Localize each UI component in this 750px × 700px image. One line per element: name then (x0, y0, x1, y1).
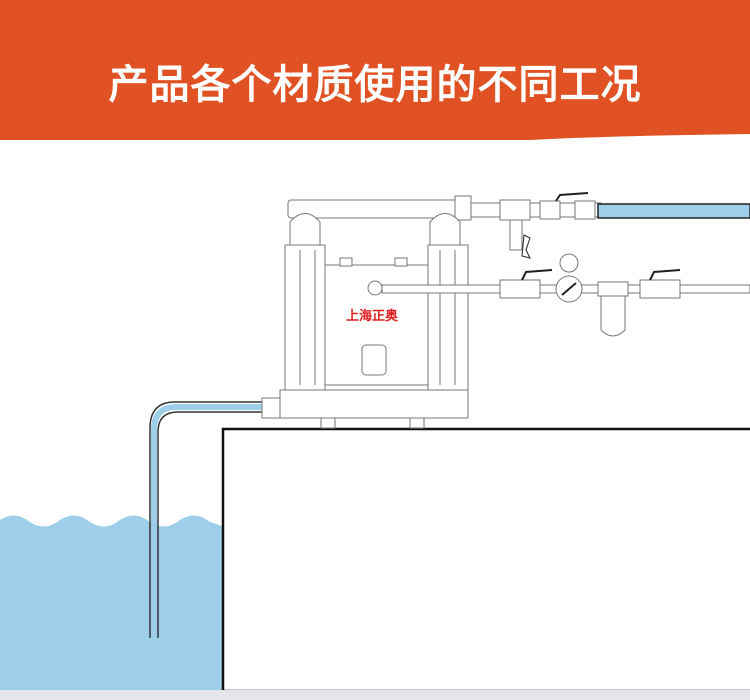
suction-pipe (149, 401, 262, 638)
banner-edge (0, 134, 750, 142)
title-banner: 产品各个材质使用的不同工况 (0, 0, 750, 142)
tank (221, 427, 750, 693)
banner-title: 产品各个材质使用的不同工况 (108, 62, 642, 108)
discharge-pipe (470, 192, 750, 259)
pump-brand-label: 上海正奥 (346, 309, 399, 324)
bottom-strip (0, 690, 750, 700)
water-body (0, 515, 222, 690)
air-supply-line (381, 253, 750, 337)
diaphragm-pump (261, 195, 472, 429)
